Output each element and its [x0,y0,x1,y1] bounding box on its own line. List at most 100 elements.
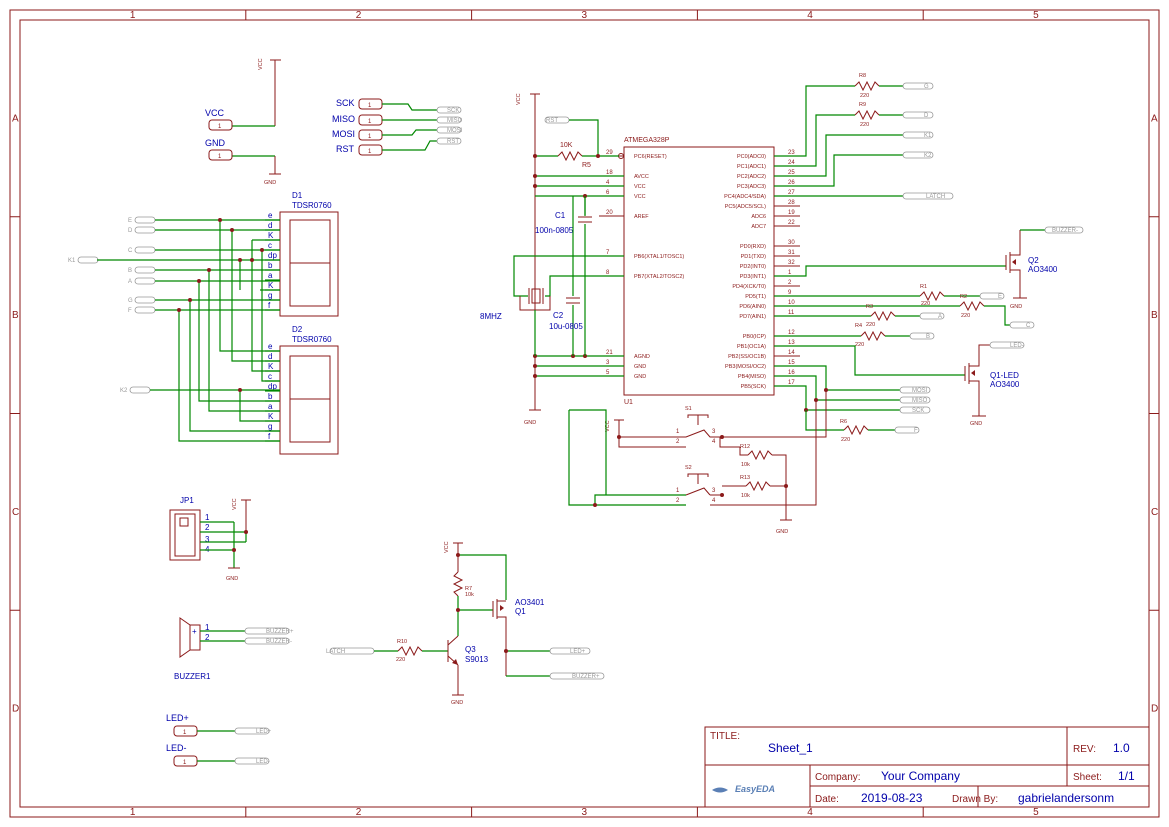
net-flag-label: G [128,298,133,304]
svg-text:LED+: LED+ [256,729,272,735]
display-pin-label: c [268,372,272,381]
svg-text:220: 220 [855,342,864,348]
border-col-label: 2 [356,10,362,21]
drawn-value: gabrielandersonm [1018,791,1114,805]
mcu-pin-name: PD0(RXD) [740,244,766,250]
mcu-pin-number: 3 [606,360,610,366]
svg-text:2: 2 [676,498,680,504]
mcu-pin-number: 14 [788,350,795,356]
net-flag-label: D [128,228,133,234]
svg-text:220: 220 [860,122,869,128]
net-flag-label: B [128,268,132,274]
mcu-pin-name: PD6(AIN0) [739,304,766,310]
mcu-pin-number: 8 [606,270,610,276]
svg-text:S1: S1 [685,406,692,412]
net-flag-label: C [128,248,133,254]
border-col-label: 4 [807,10,813,21]
svg-text:D: D [924,113,929,119]
border-row-label: A [12,113,19,124]
gnd-symbol-label: GND [264,180,276,186]
border-col-label: 4 [807,807,813,818]
border-row-label: D [1151,704,1158,715]
svg-text:R5: R5 [582,162,591,169]
svg-text:220: 220 [841,437,850,443]
sheet-label: Sheet: [1073,772,1102,783]
mcu-pin-number: 16 [788,370,795,376]
svg-text:SCK: SCK [447,108,459,114]
svg-text:GND: GND [524,420,536,426]
mcu-pin-name: PB0(ICP) [743,334,766,340]
svg-text:1: 1 [368,119,372,125]
mcu-pin-name: AREF [634,214,649,220]
net-flag [134,277,156,285]
mcu-pin-number: 26 [788,180,795,186]
svg-text:10k: 10k [741,462,750,468]
mcu-pin-number: 28 [788,200,795,206]
svg-text:LED-: LED- [1010,343,1024,349]
c1-ref: C1 [555,211,566,220]
q2-val: AO3400 [1028,265,1058,274]
q3-val: S9013 [465,655,489,664]
svg-text:BUZZER+: BUZZER+ [572,674,600,680]
company-label: Company: [815,772,861,783]
q1-val: AO3401 [515,598,545,607]
border-row-label: A [1151,113,1158,124]
mcu-pin-name: PB6(XTAL1/TOSC1) [634,254,684,260]
svg-text:1: 1 [183,730,187,736]
svg-text:3: 3 [712,488,716,494]
svg-text:MISO: MISO [447,118,463,124]
mcu-pin-number: 18 [606,170,613,176]
display-pin-label: c [268,241,272,250]
svg-text:1: 1 [368,149,372,155]
svg-text:220: 220 [866,322,875,328]
display-pin-label: K [268,412,274,421]
svg-text:RST: RST [447,139,459,145]
mcu-pin-number: 22 [788,220,795,226]
display-pin-label: K [268,362,274,371]
svg-text:K2: K2 [924,153,932,159]
svg-text:4: 4 [712,439,716,445]
svg-text:MOSI: MOSI [912,388,928,394]
vcc-header-label: VCC [205,108,225,118]
svg-text:10k: 10k [741,493,750,499]
svg-text:R9: R9 [859,102,866,108]
mcu-ref: U1 [624,399,633,406]
svg-text:BUZZER-: BUZZER- [266,639,292,645]
q1led-val: AO3400 [990,380,1020,389]
crystal-val: 8MHZ [480,312,502,321]
gnd-header-label: GND [205,138,226,148]
mcu-pin-name: PC5(ADC5/SCL) [725,204,766,210]
mcu-pin-name: ADC6 [751,214,766,220]
mcu-pin-number: 17 [788,380,795,386]
mcu-pin-name: PD3(INT1) [740,274,766,280]
jp1-ref: JP1 [180,496,194,505]
mcu-pin-name: GND [634,364,646,370]
mcu-pin-number: 12 [788,330,795,336]
mcu-pin-name: PC3(ADC3) [737,184,766,190]
mcu-pin-number: 15 [788,360,795,366]
svg-text:GND: GND [451,700,463,706]
mcu-pin-number: 10 [788,300,795,306]
border-row-label: D [12,704,19,715]
svg-text:LED-: LED- [256,759,270,765]
svg-text:RST: RST [546,118,558,124]
svg-text:1: 1 [205,513,210,522]
net-flag [77,256,99,264]
c2-ref: C2 [553,311,564,320]
svg-text:F: F [914,428,918,434]
display-pin-label: dp [268,251,277,260]
c2-val: 10u-0805 [549,322,583,331]
svg-text:1: 1 [205,623,210,632]
svg-text:A: A [938,314,942,320]
svg-text:VCC: VCC [605,420,611,432]
display-pin-label: f [268,432,271,441]
svg-text:VCC: VCC [232,498,238,510]
svg-text:R2: R2 [960,294,967,300]
svg-text:GND: GND [226,576,238,582]
display-pin-label: b [268,261,273,270]
svg-text:1: 1 [218,124,222,130]
mcu-pin-number: 25 [788,170,795,176]
jp1-and-buzzer: JP1 1 2 3 4 VCC GND + 1 2 BUZZER+ BUZZER… [169,496,294,681]
